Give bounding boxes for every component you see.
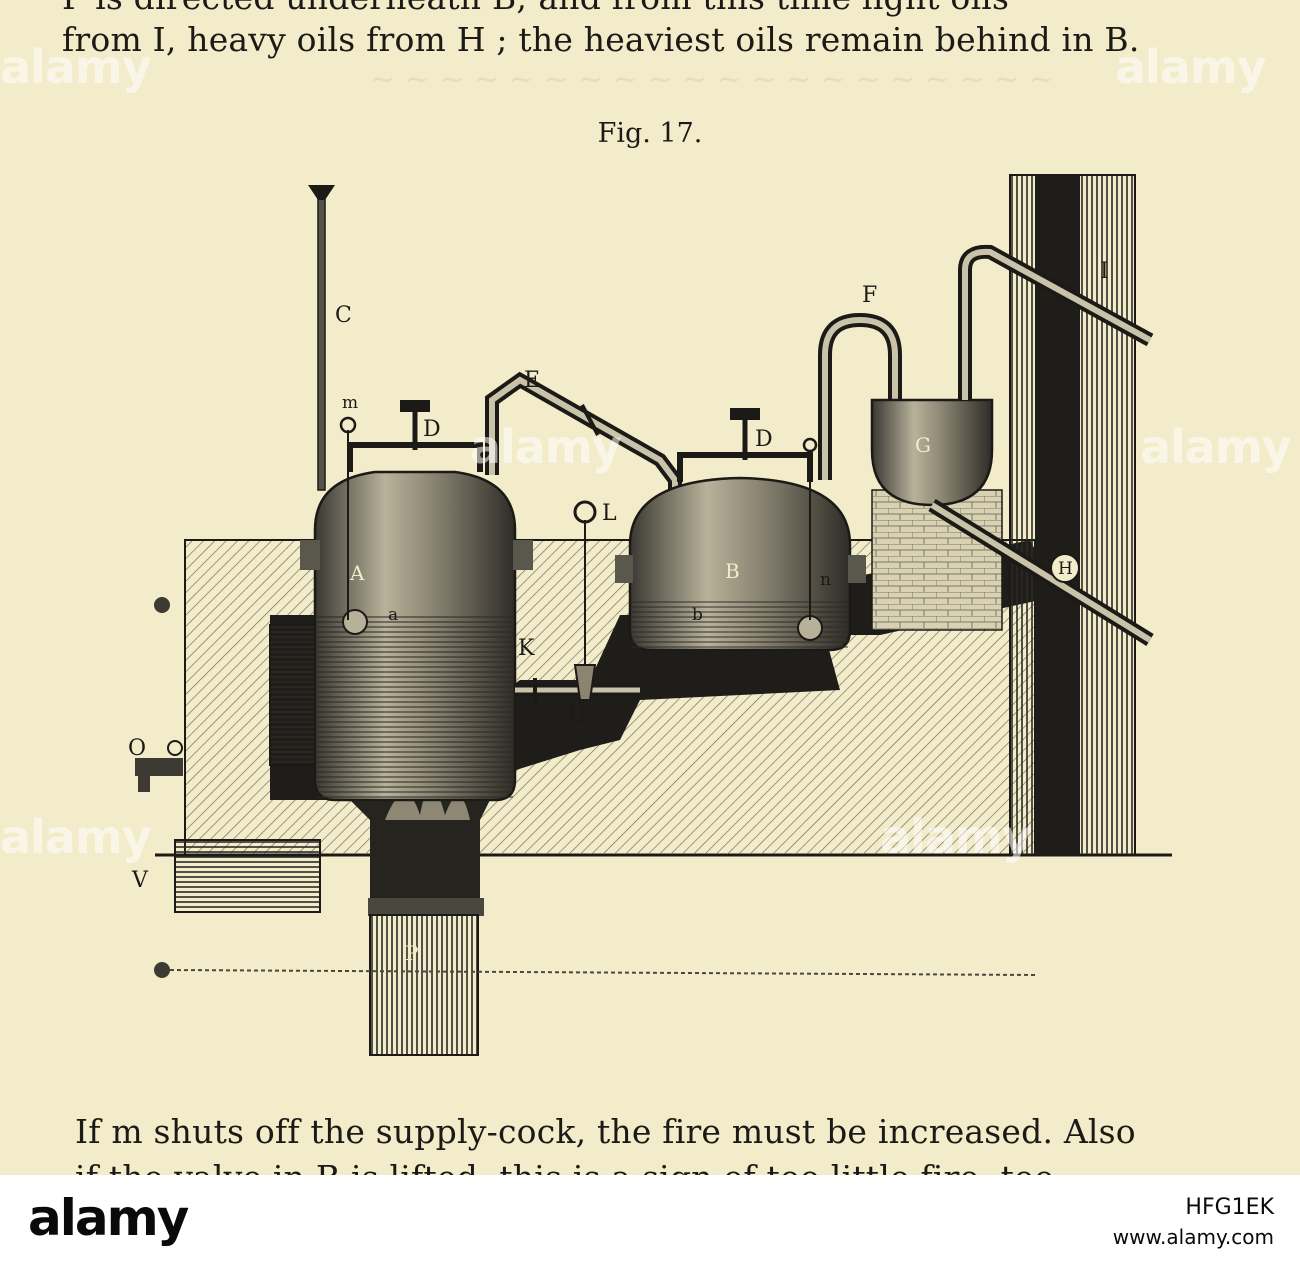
left-flue <box>269 624 319 766</box>
flange-a-left <box>300 540 320 570</box>
tap-o-knob <box>167 740 183 756</box>
label-a: A <box>349 561 365 585</box>
pipe-i-inner <box>962 248 1152 400</box>
fire-pit <box>369 914 479 1056</box>
bleed-through: ~ ~ ~ ~ ~ ~ ~ ~ ~ ~ ~ ~ ~ ~ ~ ~ ~ ~ ~ ~ <box>370 62 1054 97</box>
screw-a-handle <box>400 400 430 412</box>
footer-logo: alamy <box>28 1189 189 1247</box>
valve-u <box>573 664 597 701</box>
bolt-lower <box>154 962 170 978</box>
label-h: H <box>1058 559 1073 579</box>
label-n: n <box>820 570 831 590</box>
grate <box>368 898 484 916</box>
text-line-top: from I, heavy oils from H ; the heaviest… <box>62 20 1140 59</box>
bottom-line-text: If m shuts off the supply-cock, the fire… <box>75 1112 1136 1151</box>
flange-b-right <box>848 555 866 583</box>
pipe-e-joint <box>580 404 600 436</box>
label-b-small: b <box>692 605 703 625</box>
dotted-rod <box>169 969 1036 976</box>
pipe-f-inner <box>822 316 898 480</box>
knob-m <box>339 416 357 434</box>
watermark-4: alamy <box>0 810 152 864</box>
label-c: C <box>335 303 352 328</box>
label-d1: D <box>423 417 441 442</box>
footer-url: www.alamy.com <box>1112 1225 1274 1249</box>
vessel-a-waterline <box>317 615 513 798</box>
flange-b-left <box>615 555 633 583</box>
figure-distillation-apparatus: C m D D E F I G L A a B b n H K U O V P <box>128 174 1172 1056</box>
flange-a-right <box>513 540 533 570</box>
scanned-page: ~ ~ ~ ~ ~ ~ ~ ~ ~ ~ ~ ~ ~ ~ ~ ~ ~ ~ ~ ~ … <box>0 0 1292 1175</box>
label-m: m <box>342 393 358 413</box>
fire-door <box>174 839 321 913</box>
label-u: U <box>568 703 587 728</box>
pipe-h-inner <box>930 502 1152 643</box>
condenser-g <box>870 398 994 507</box>
label-e: E <box>524 368 540 393</box>
watermark-3: alamy <box>1115 40 1267 94</box>
knob-n <box>802 437 818 453</box>
watermark-2: alamy <box>470 420 622 474</box>
label-i: I <box>1100 259 1109 284</box>
label-k: K <box>518 636 535 661</box>
tap-o-spout <box>138 776 150 792</box>
label-d2: D <box>755 427 773 452</box>
label-b: B <box>725 559 740 583</box>
label-p: P <box>405 941 418 965</box>
tap-o <box>135 758 183 776</box>
figure-caption: Fig. 17. <box>597 118 703 149</box>
watermark-1: alamy <box>0 40 152 94</box>
tube-c <box>317 189 326 491</box>
label-f: F <box>862 283 877 308</box>
watermark-5: alamy <box>880 810 1032 864</box>
marker-h <box>1050 553 1080 583</box>
knob-l <box>573 500 597 524</box>
footer-image-id: HFG1EK <box>1185 1195 1274 1220</box>
text-line-partial-bottom: if the valve in B is lifted, this is a s… <box>75 1158 1054 1175</box>
label-v: V <box>131 868 149 893</box>
tube-c-funnel <box>308 185 335 200</box>
gauge-a <box>342 609 368 635</box>
text-line-bottom: If m shuts off the supply-cock, the fire… <box>75 1112 1136 1151</box>
screw-b-handle <box>730 408 760 420</box>
label-l: L <box>602 501 617 526</box>
label-a-small: a <box>388 605 398 625</box>
stock-footer-bar: alamy HFG1EK www.alamy.com <box>0 1175 1300 1261</box>
text-line-partial-top: P is directed underneath B; and from thi… <box>62 0 1009 17</box>
label-o: O <box>128 736 146 761</box>
label-g: G <box>915 433 931 457</box>
watermark-6: alamy <box>1140 420 1292 474</box>
bolt-upper <box>154 597 170 613</box>
